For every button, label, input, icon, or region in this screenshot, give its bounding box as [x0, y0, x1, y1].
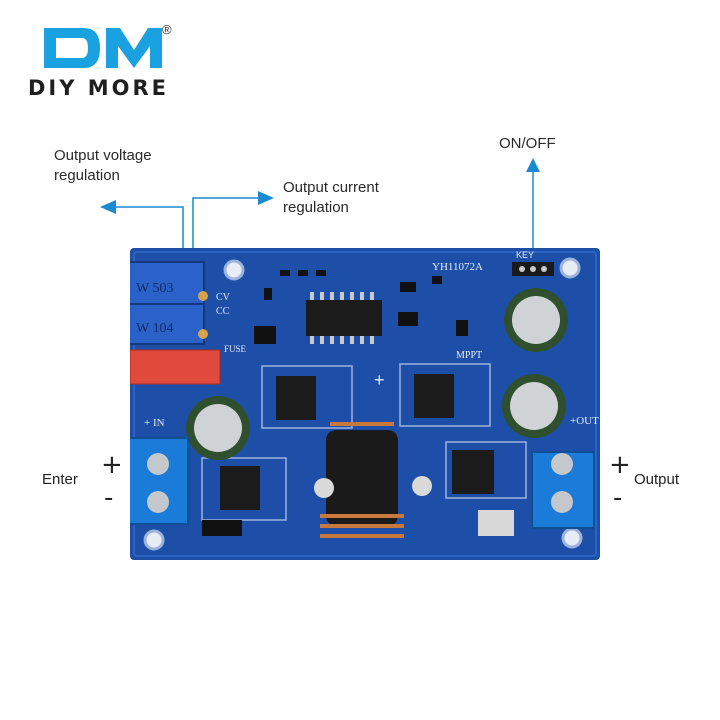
- input-minus-sign: -: [104, 483, 114, 513]
- out-text: +OUT: [570, 415, 599, 427]
- key-text: KEY: [516, 250, 534, 260]
- model-text: YH11072A: [432, 261, 483, 273]
- cv-text: CV: [216, 292, 231, 303]
- mppt-text: MPPT: [456, 350, 482, 361]
- input-plus-sign: +: [101, 450, 123, 480]
- pot-bottom-text: W 104: [136, 321, 173, 336]
- fuse-text: FUSE: [224, 344, 247, 354]
- current-arrow-icon: [258, 191, 274, 205]
- voltage-regulation-label: Output voltage regulation: [54, 147, 152, 184]
- output-label: Output: [634, 471, 680, 488]
- in-text: + IN: [144, 417, 165, 429]
- voltage-arrow-icon: [100, 200, 116, 214]
- on-off-label: ON/OFF: [499, 135, 556, 152]
- output-minus-sign: -: [613, 483, 623, 513]
- brand-logo: [22, 18, 202, 108]
- plus-mark-text: +: [374, 370, 385, 390]
- cc-text: CC: [216, 306, 230, 317]
- pot-top-text: W 503: [136, 281, 173, 296]
- output-plus-sign: +: [609, 450, 631, 480]
- pcb-board: YH11072A KEY W 503 W 104 CV CC MPPT FUSE…: [130, 248, 600, 560]
- enter-label: Enter: [42, 471, 78, 488]
- registered-mark: ®: [162, 22, 172, 37]
- current-regulation-label: Output current regulation: [283, 179, 379, 216]
- brand-name: DIY MORE: [28, 76, 170, 100]
- onoff-arrow-icon: [526, 158, 540, 172]
